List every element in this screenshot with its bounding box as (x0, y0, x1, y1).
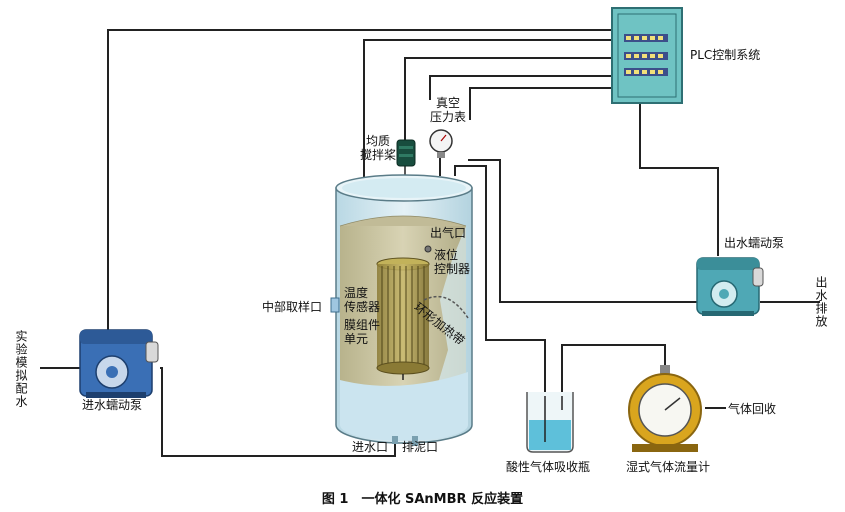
vacuum-gauge-label: 真空 压力表 (430, 96, 467, 124)
membrane-unit-label: 膜组件 单元 (344, 318, 381, 346)
gas-recovery-label: 气体回收 (728, 402, 777, 416)
vacuum-gauge (429, 129, 453, 158)
figure-caption: 图 1 一体化 SAnMBR 反应装置 (321, 492, 524, 507)
outlet-pump-label: 出水蠕动泵 (724, 236, 785, 250)
membrane-module (376, 257, 430, 380)
temp-sensor-label: 温度 传感器 (344, 286, 381, 314)
mixer-label: 均质 搅拌桨 (360, 134, 397, 162)
gas-meter-label: 湿式气体流量计 (626, 460, 711, 474)
plc-label: PLC控制系统 (690, 48, 761, 62)
level-controller-label: 液位 控制器 (434, 248, 471, 276)
inlet-pump-label: 进水蠕动泵 (82, 398, 143, 412)
level-controller (424, 245, 432, 253)
plc-cabinet (611, 7, 683, 104)
outlet-discharge-label: 出水排放 (814, 276, 828, 328)
inlet-pump (79, 329, 159, 398)
gas-outlet-label: 出气口 (430, 226, 467, 240)
heating-belt (423, 295, 469, 319)
mid-sampling-port (330, 297, 340, 313)
inlet-port-label: 进水口 (352, 440, 389, 454)
mid-sampling-label: 中部取样口 (262, 300, 323, 314)
wet-gas-meter (628, 365, 702, 452)
acid-bottle-label: 酸性气体吸收瓶 (506, 460, 591, 474)
bottom-ports (392, 436, 418, 446)
feed-water-label: 实验模拟配水 (14, 330, 28, 408)
piping (40, 29, 820, 457)
acid-absorber-bottle (526, 392, 574, 453)
mixer-motor (396, 139, 416, 167)
outlet-pump (696, 257, 764, 316)
sludge-port-label: 排泥口 (402, 440, 439, 454)
